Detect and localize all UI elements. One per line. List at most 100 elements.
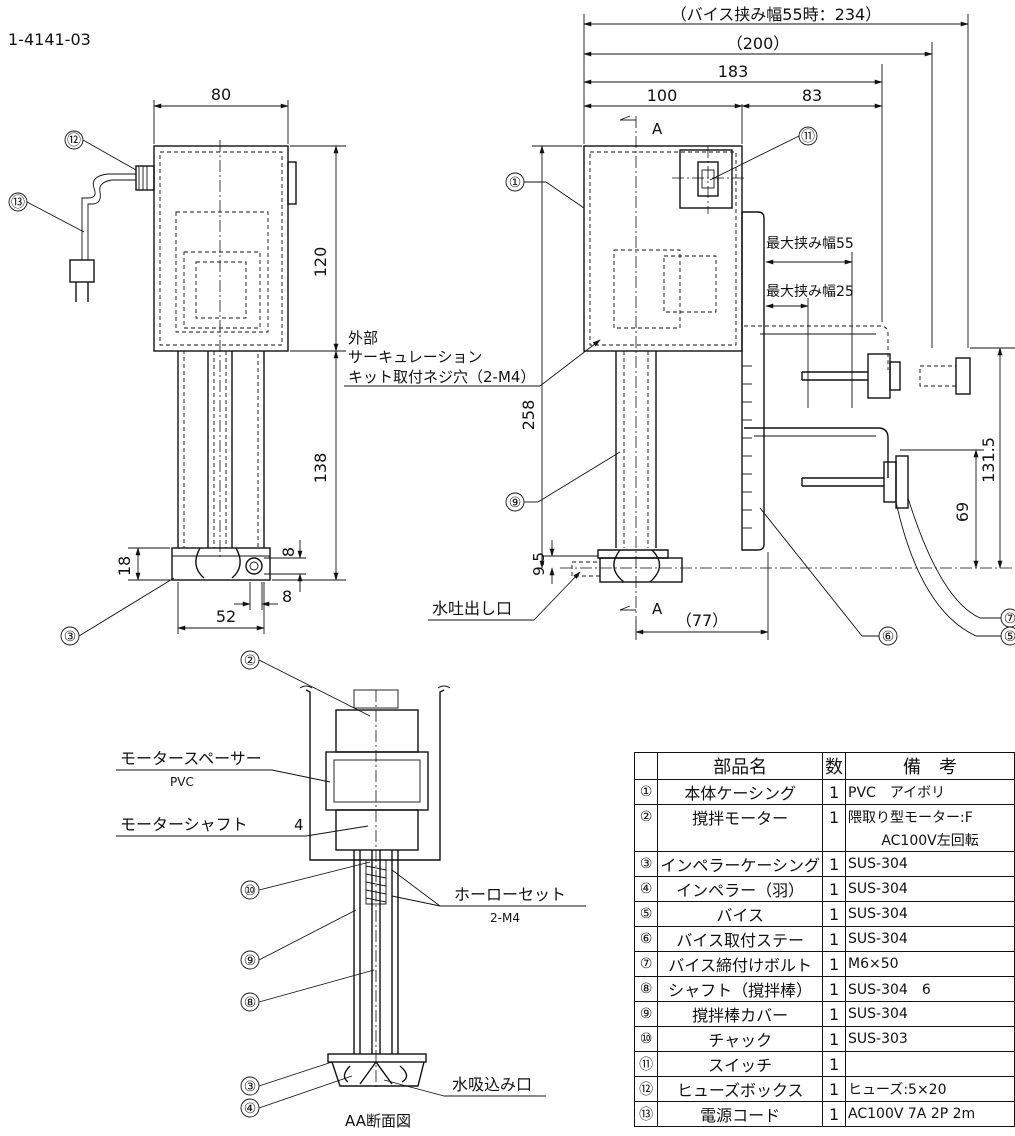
- dim-9-5: 9.5: [530, 552, 548, 576]
- cell-name: シャフト（撹拌棒）: [657, 976, 824, 1002]
- section-mark-bottom: A: [652, 600, 663, 618]
- cell-name: バイス締付けボルト: [657, 951, 824, 977]
- balloon-11: ⑪: [801, 129, 815, 145]
- section-mark-top: A: [652, 120, 663, 138]
- cell-qty: 1: [822, 976, 847, 1002]
- cell-no: ⑥: [633, 926, 659, 952]
- water-outlet-label: 水吐出し口: [432, 599, 512, 618]
- table-row: AC100V左回転: [633, 829, 1015, 852]
- cell-no: ⑦: [633, 951, 659, 977]
- balloon-7: ⑦: [1004, 611, 1015, 627]
- cell-no: [633, 829, 659, 852]
- cell-qty: 1: [822, 1076, 847, 1102]
- section-view: モータースペーサー PVC モーターシャフト 4 ホーローセット 2-M4 水吸…: [116, 650, 586, 1130]
- dim-258: 258: [519, 400, 538, 431]
- cell-qty: 1: [822, 876, 847, 902]
- cell-remark: SUS-303: [845, 1026, 1015, 1052]
- cell-qty: 1: [822, 1001, 847, 1027]
- cell-name: 電源コード: [657, 1101, 824, 1127]
- dim-120: 120: [311, 247, 330, 278]
- cell-remark: AC100V左回転: [845, 829, 1015, 852]
- stay-ticks: [742, 365, 752, 529]
- cell-name: ヒューズボックス: [657, 1076, 824, 1102]
- table-header-row: 部品名 数 備 考: [633, 752, 1015, 780]
- cell-remark: ヒューズ:5×20: [845, 1076, 1015, 1102]
- balloon-3-section: ③: [244, 1079, 257, 1095]
- motor-spacer-label: モータースペーサー: [120, 749, 262, 768]
- cell-remark: [845, 1051, 1015, 1077]
- cell-qty: 1: [822, 901, 847, 927]
- cell-qty: [822, 829, 847, 852]
- header-remark: 備 考: [845, 752, 1015, 780]
- cell-remark: SUS-304: [845, 876, 1015, 902]
- dim-77: （77）: [676, 611, 728, 630]
- water-inlet-label: 水吸込み口: [452, 1075, 532, 1094]
- balloon-8: ⑧: [244, 995, 257, 1011]
- cell-remark: SUS-304: [845, 926, 1015, 952]
- cell-no: ①: [633, 779, 659, 805]
- balloon-3-front: ③: [64, 629, 77, 645]
- balloon-9-section: ⑨: [244, 953, 257, 969]
- cell-no: ⑫: [633, 1076, 659, 1102]
- cell-remark: SUS-304: [845, 901, 1015, 927]
- side-view: A A （バイス挟み幅55時：234） （200） 183 100 83 最大挟…: [428, 5, 1015, 646]
- cell-no: ④: [633, 876, 659, 902]
- section-title: AA断面図: [345, 1112, 411, 1130]
- hollow-set-spec: 2-M4: [490, 911, 520, 925]
- header-name: 部品名: [657, 752, 824, 780]
- cell-no: ⑤: [633, 901, 659, 927]
- cell-remark: SUS-304: [845, 851, 1015, 877]
- dim-18: 18: [115, 556, 134, 576]
- cell-no: ⑬: [633, 1101, 659, 1127]
- cell-name: 撹拌棒カバー: [657, 1001, 824, 1027]
- cell-no: ⑧: [633, 976, 659, 1002]
- cell-qty: 1: [822, 779, 847, 805]
- cell-no: ②: [633, 804, 659, 829]
- balloon-5: ⑤: [1004, 629, 1015, 645]
- cell-qty: 1: [822, 926, 847, 952]
- cell-remark: SUS-304: [845, 1001, 1015, 1027]
- cell-name: スイッチ: [657, 1051, 824, 1077]
- cell-no: ⑩: [633, 1026, 659, 1052]
- dim-69: 69: [953, 502, 972, 522]
- balloon-13: ⑬: [11, 195, 25, 211]
- cell-remark: SUS-304 6: [845, 976, 1015, 1002]
- motor-shaft-label: モーターシャフト: [120, 815, 248, 834]
- cell-qty: 1: [822, 1026, 847, 1052]
- dim-183: 183: [718, 62, 749, 81]
- drawing-number: 1-4141-03: [8, 30, 91, 49]
- dim-83: 83: [802, 86, 822, 105]
- cell-remark: M6×50: [845, 951, 1015, 977]
- cell-qty: 1: [822, 951, 847, 977]
- hollow-set-label: ホーローセット: [454, 885, 566, 904]
- ext-note-line3: キット取付ネジ穴（2-M4）: [348, 368, 535, 386]
- header-no: [633, 752, 659, 780]
- motor-shaft-dim: 4: [294, 816, 304, 834]
- balloon-6: ⑥: [882, 629, 895, 645]
- header-qty: 数: [822, 752, 847, 780]
- cell-name: [657, 829, 824, 852]
- cell-name: チャック: [657, 1026, 824, 1052]
- dim-52: 52: [216, 607, 236, 626]
- cell-no: ⑪: [633, 1051, 659, 1077]
- dim-234: （バイス挟み幅55時：234）: [671, 5, 881, 24]
- dim-100: 100: [647, 86, 678, 105]
- ext-note-line2: サーキュレーション: [348, 348, 482, 366]
- cell-name: インペラーケーシング: [657, 851, 824, 877]
- dim-80: 80: [211, 85, 231, 104]
- dim-200: （200）: [727, 34, 790, 53]
- dim-8-horizontal: 8: [282, 587, 292, 606]
